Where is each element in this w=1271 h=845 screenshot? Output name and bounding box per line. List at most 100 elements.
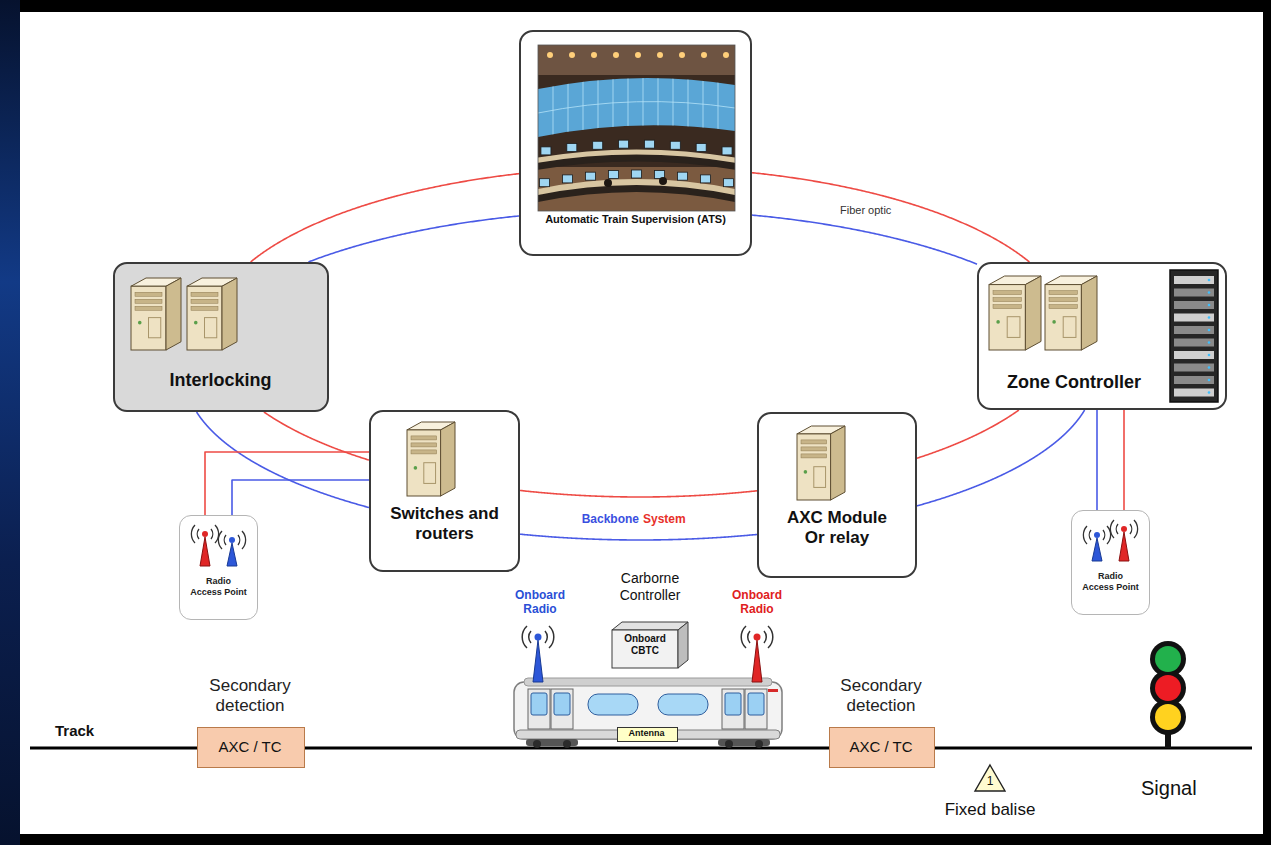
server-panel bbox=[1063, 317, 1076, 338]
train-window bbox=[588, 694, 638, 715]
server-side bbox=[831, 426, 845, 500]
antenna-tip bbox=[1094, 532, 1100, 538]
train-wheel bbox=[563, 740, 571, 748]
server-bay bbox=[801, 454, 827, 458]
server-front bbox=[407, 430, 441, 496]
rack-led bbox=[1208, 291, 1211, 294]
monitor bbox=[722, 147, 732, 155]
ceiling bbox=[538, 45, 735, 75]
monitor bbox=[632, 170, 642, 178]
fiber-link bbox=[205, 452, 369, 515]
onboard-antenna bbox=[533, 640, 543, 682]
rack-unit bbox=[1174, 389, 1214, 397]
train-wheel bbox=[533, 740, 541, 748]
train-roof bbox=[524, 678, 772, 686]
train-door bbox=[551, 689, 573, 729]
server-front bbox=[131, 286, 166, 350]
train-wheel bbox=[725, 740, 733, 748]
train-wheel bbox=[755, 740, 763, 748]
onboard-antenna bbox=[754, 634, 761, 641]
balise-marker: 1Fixed balise bbox=[974, 764, 1009, 792]
rack-led bbox=[1208, 391, 1211, 394]
rack-led bbox=[1208, 341, 1211, 344]
balise-triangle bbox=[975, 765, 1005, 791]
blue-fiber-line bbox=[752, 215, 977, 264]
console bbox=[538, 158, 735, 167]
server-panel bbox=[149, 318, 161, 338]
box-title: Radio Access Point bbox=[1082, 571, 1139, 593]
antenna-tip bbox=[229, 537, 235, 543]
box-heading: Secondary detection bbox=[819, 676, 943, 717]
server-led bbox=[194, 321, 198, 325]
blue-fiber-line bbox=[1096, 410, 1098, 510]
signal-head bbox=[1150, 699, 1186, 735]
server-bay bbox=[411, 436, 437, 440]
fiber-link bbox=[1097, 410, 1124, 510]
signal-light bbox=[1155, 675, 1181, 701]
ceiling-light bbox=[723, 52, 729, 58]
video-wall-seam bbox=[553, 65, 554, 140]
video-wall-seam bbox=[673, 65, 674, 140]
onboard-controller-box: Carborne ControllerOnboard CBTC bbox=[612, 622, 688, 668]
rack-unit bbox=[1174, 301, 1214, 309]
box-title: Zone Controller bbox=[981, 372, 1167, 394]
rack-unit bbox=[1174, 351, 1214, 359]
rack-unit bbox=[1174, 289, 1214, 297]
signal-light bbox=[1155, 646, 1181, 672]
server-bay bbox=[1049, 298, 1077, 302]
blue-fiber-line bbox=[232, 480, 369, 515]
rack-unit bbox=[1174, 276, 1214, 284]
box-title: AXC / TC bbox=[830, 738, 932, 756]
ceiling-light bbox=[701, 52, 707, 58]
video-wall-seam bbox=[568, 65, 569, 140]
server-bay bbox=[135, 292, 162, 296]
radio-label: Onboard Radio bbox=[505, 588, 575, 617]
video-wall-seam bbox=[658, 65, 659, 140]
box-side bbox=[678, 622, 688, 668]
video-wall-seam bbox=[643, 65, 644, 140]
server-led bbox=[1052, 320, 1056, 324]
server-bay bbox=[191, 292, 218, 296]
ceiling-light bbox=[613, 52, 619, 58]
rack-led bbox=[1208, 354, 1211, 357]
radio-waves bbox=[1083, 526, 1110, 544]
frame-strip bbox=[0, 0, 20, 845]
signal-head bbox=[1150, 670, 1186, 706]
ats-photo bbox=[538, 45, 735, 211]
signal-head bbox=[1150, 641, 1186, 677]
train-window bbox=[531, 693, 547, 715]
monitor bbox=[701, 175, 711, 183]
server-panel bbox=[814, 467, 826, 488]
train-door bbox=[722, 689, 744, 729]
radio-label: Onboard Radio bbox=[722, 588, 792, 617]
node-art bbox=[1072, 511, 1149, 614]
server-bay bbox=[993, 298, 1021, 302]
rack-unit bbox=[1174, 364, 1214, 372]
signal-label: Signal bbox=[1141, 776, 1197, 800]
photo-frame bbox=[538, 45, 735, 211]
server-bay bbox=[135, 299, 162, 303]
video-wall-seam bbox=[718, 65, 719, 140]
red-fiber-line bbox=[264, 412, 369, 460]
server-front bbox=[1045, 285, 1081, 350]
server-bay bbox=[411, 450, 437, 454]
desk bbox=[538, 182, 735, 193]
blue-fiber-line bbox=[308, 216, 519, 262]
video-wall-seam bbox=[598, 65, 599, 140]
train-body bbox=[514, 682, 782, 739]
server-bay bbox=[1049, 291, 1077, 295]
video-wall-seam bbox=[538, 102, 735, 113]
red-fiber-line bbox=[1123, 410, 1125, 510]
server-side bbox=[166, 278, 181, 350]
train-door bbox=[528, 689, 550, 729]
ats-box: Automatic Train Supervision (ATS) bbox=[519, 30, 752, 256]
rack-led bbox=[1208, 329, 1211, 332]
rack-led bbox=[1208, 379, 1211, 382]
rack-led bbox=[1208, 279, 1211, 282]
signal-light bbox=[1155, 704, 1181, 730]
monitor bbox=[567, 144, 577, 152]
antenna-mast bbox=[227, 543, 237, 566]
fiber-link bbox=[197, 412, 369, 508]
backbone-label: Backbone bbox=[553, 512, 639, 526]
blue-fiber-line bbox=[917, 410, 1085, 506]
